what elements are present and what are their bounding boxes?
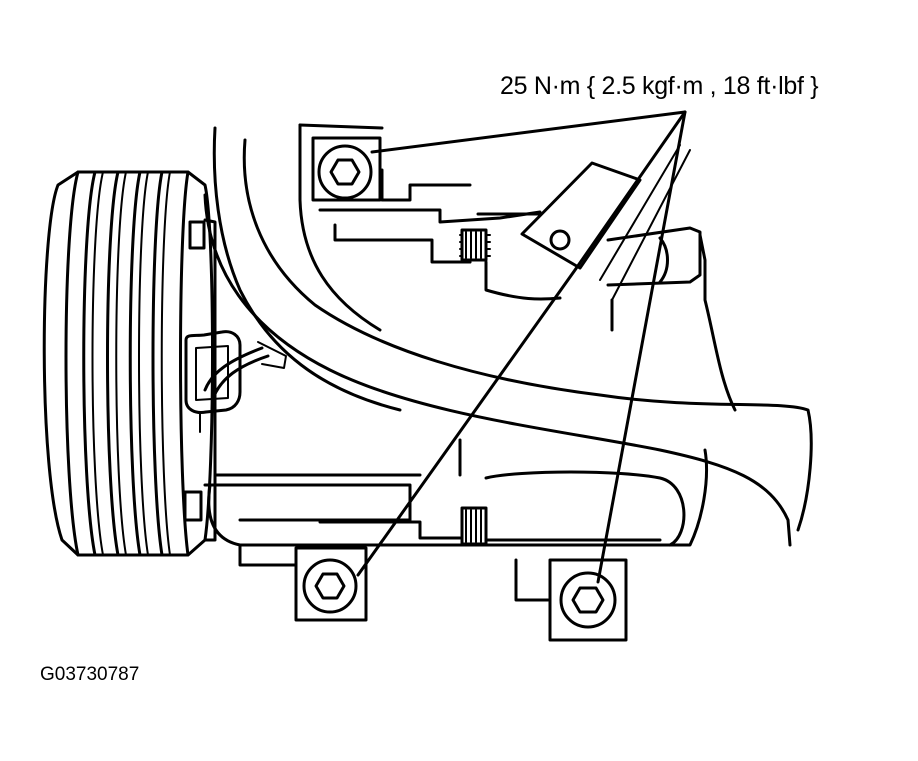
clutch-housing xyxy=(183,218,217,542)
upper-bracket xyxy=(520,161,642,270)
torque-spec-label: 25 N·m { 2.5 kgf·m , 18 ft·lbf } xyxy=(500,72,819,100)
bolt-icon-lower-right xyxy=(548,558,628,642)
pulley-icon xyxy=(42,170,214,557)
upper-mount-area xyxy=(318,168,702,332)
torque-leader-lines xyxy=(356,110,691,584)
connector-icon xyxy=(184,330,287,433)
bolt-icon-lower-left xyxy=(294,546,368,622)
bolt-icon-upper-left xyxy=(311,136,382,202)
figure-code: G03730787 xyxy=(40,664,140,685)
